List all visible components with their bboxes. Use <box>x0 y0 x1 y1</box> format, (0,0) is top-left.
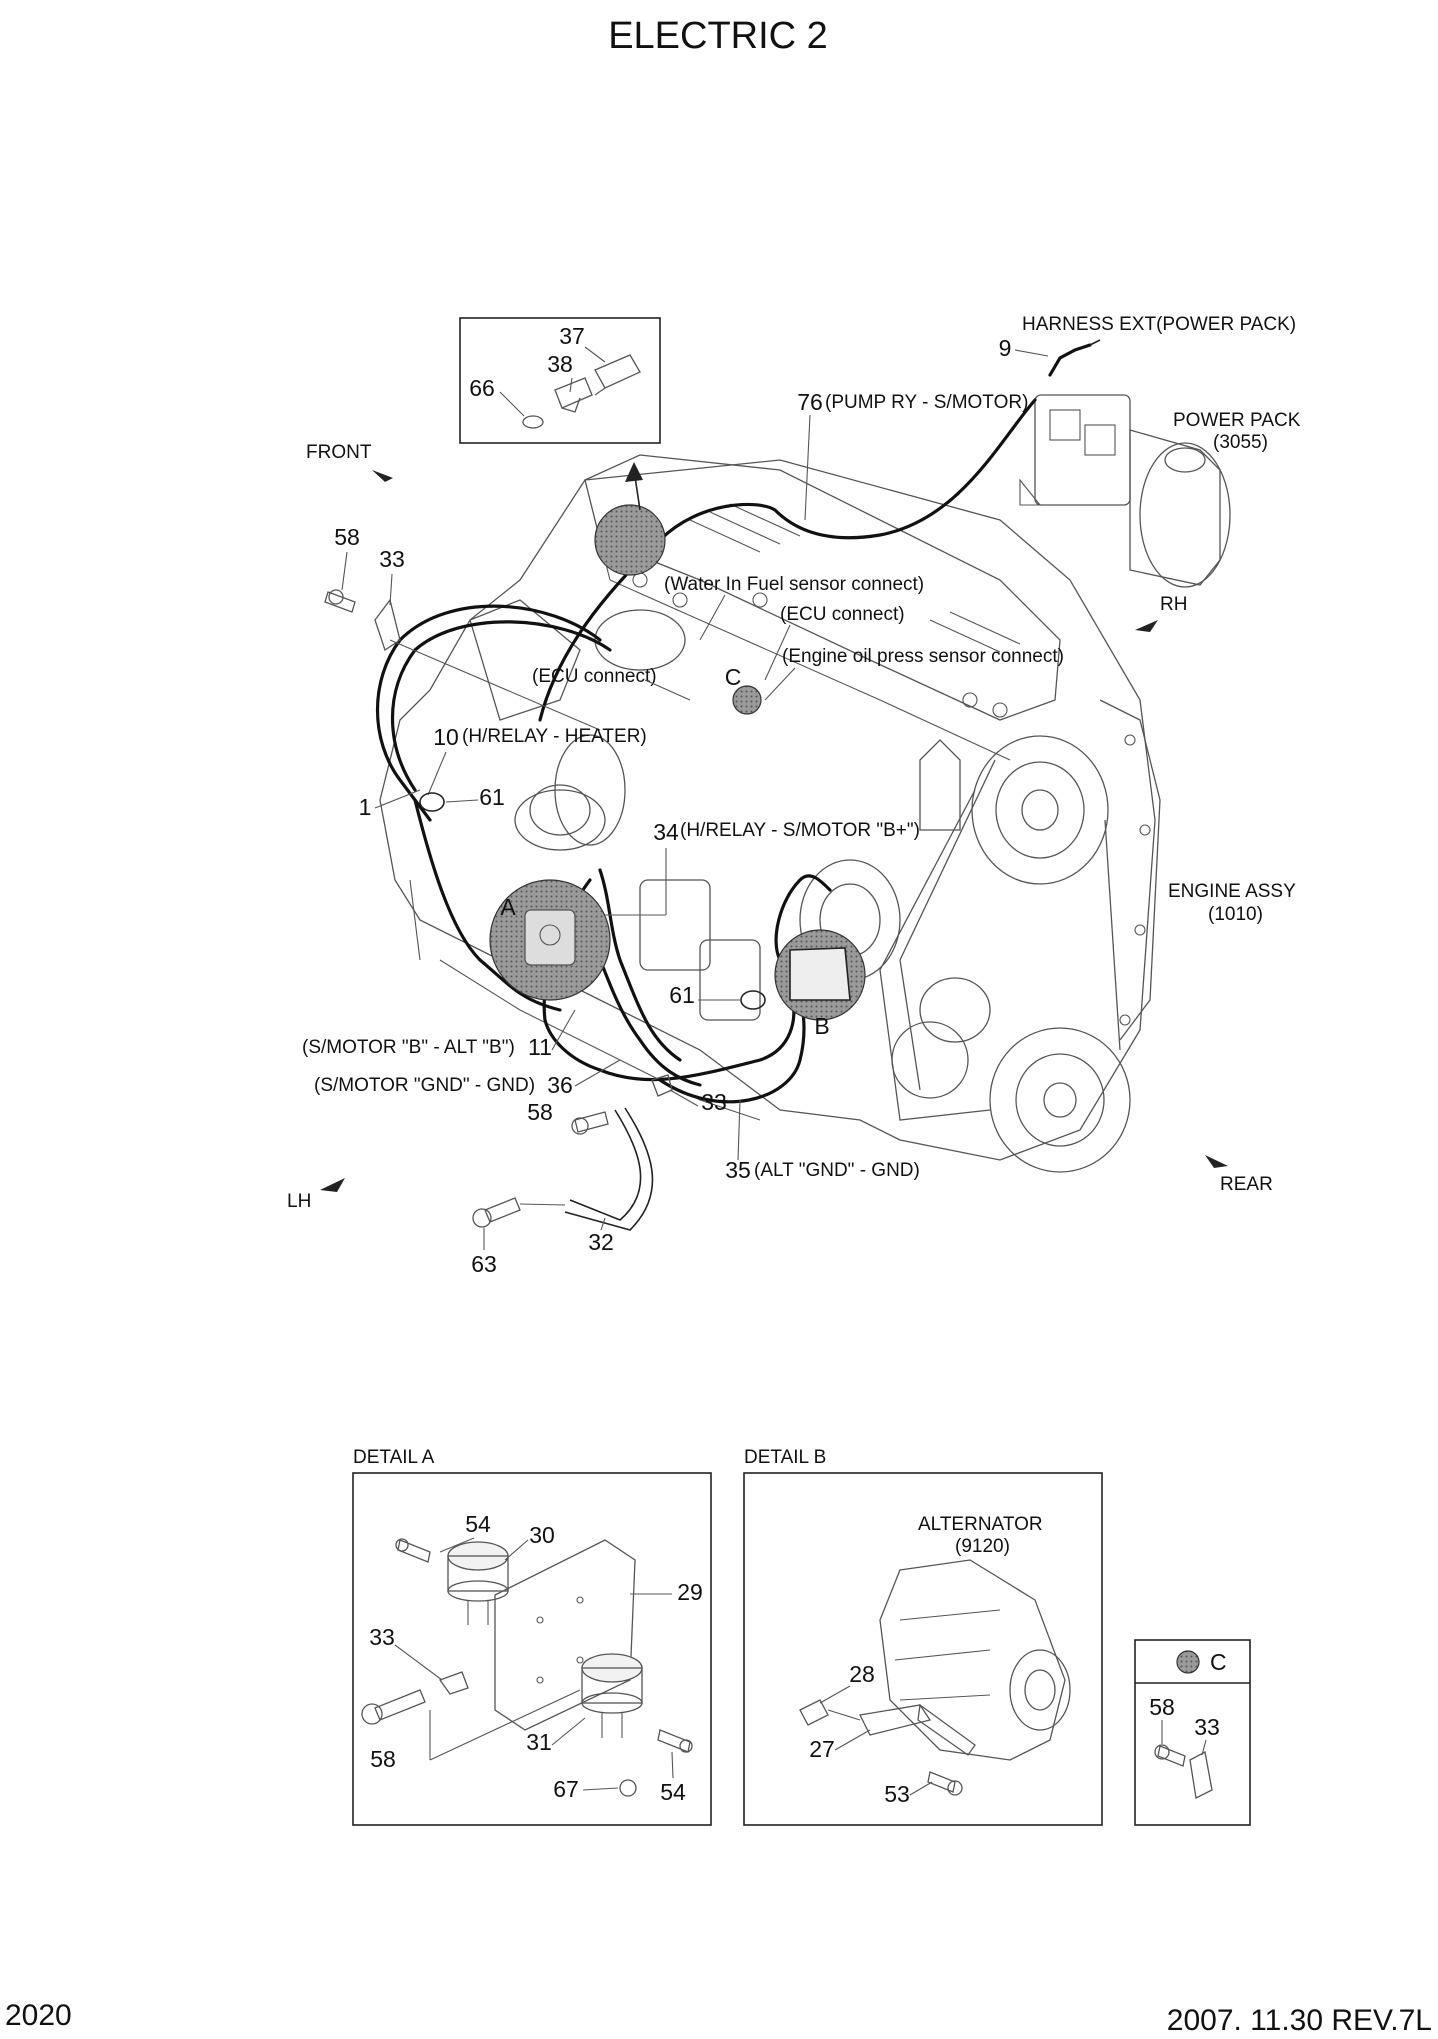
detail-circle-c <box>732 685 762 715</box>
detail-a-callout-29: 29 <box>677 1579 703 1605</box>
footer-revision: 2007. 11.30 REV.7L <box>1167 2004 1432 2037</box>
detail-c-circle <box>1176 1650 1200 1674</box>
detail-a-box <box>352 1472 712 1826</box>
callout-76: 76 <box>797 389 823 415</box>
detail-c-callout-33: 33 <box>1194 1714 1220 1740</box>
callout-10-desc: (H/RELAY - HEATER) <box>462 726 647 747</box>
callout-35-desc: (ALT "GND" - GND) <box>754 1160 920 1181</box>
callout-61-lower: 61 <box>669 982 695 1008</box>
callout-36: 36 <box>547 1072 573 1098</box>
detail-c-box <box>1134 1639 1251 1826</box>
callout-66: 66 <box>469 375 495 401</box>
callout-34: 34 <box>653 819 679 845</box>
sensor-inset-box <box>459 317 661 444</box>
rear-arrow-icon <box>1205 1155 1228 1168</box>
direction-front: FRONT <box>306 442 372 463</box>
callout-33-main: 33 <box>379 546 405 572</box>
callout-34-desc: (H/RELAY - S/MOTOR "B+") <box>680 820 920 841</box>
callout-58-main: 58 <box>334 524 360 550</box>
label-engine-assy-code: (1010) <box>1208 904 1263 925</box>
bolt-58-lower <box>571 1111 609 1135</box>
rh-arrow-icon <box>1135 620 1158 632</box>
clip-33-lower <box>651 1074 673 1097</box>
label-wif-connect: (Water In Fuel sensor connect) <box>664 574 924 595</box>
clamp-61-lower <box>740 990 766 1010</box>
callout-33-lower: 33 <box>701 1089 727 1115</box>
detail-a-callout-67: 67 <box>553 1776 579 1802</box>
label-alternator: ALTERNATOR <box>918 1514 1043 1535</box>
callout-32: 32 <box>588 1229 614 1255</box>
detail-a-callout-54-top: 54 <box>465 1511 491 1537</box>
callout-10: 10 <box>433 724 459 750</box>
engine-illustration <box>379 454 1161 1173</box>
label-engine-assy: ENGINE ASSY <box>1168 881 1296 902</box>
lh-arrow-icon <box>320 1178 345 1192</box>
footer-page-number: 2020 <box>5 1999 72 2032</box>
detail-c-parts <box>1154 1744 1213 1799</box>
marker-b: B <box>814 1013 829 1039</box>
detail-b-title: DETAIL B <box>744 1447 826 1468</box>
label-power-pack: POWER PACK <box>1173 410 1301 431</box>
label-ecu-connect-upper: (ECU connect) <box>780 604 905 625</box>
callout-35: 35 <box>725 1157 751 1183</box>
alternator-illustration <box>799 1559 1071 1796</box>
detail-a-callout-31: 31 <box>526 1729 552 1755</box>
detail-a-callout-58: 58 <box>370 1746 396 1772</box>
direction-rear: REAR <box>1220 1174 1273 1195</box>
detail-b-callout-28: 28 <box>849 1661 875 1687</box>
clamp-61-upper <box>419 792 445 812</box>
bolt-58-main <box>324 589 356 613</box>
detail-b-box <box>743 1472 1103 1826</box>
callout-11-desc: (S/MOTOR "B" - ALT "B") <box>302 1037 515 1058</box>
detail-c-marker: C <box>1210 1649 1227 1675</box>
callout-37: 37 <box>559 323 585 349</box>
label-ecu-connect-left: (ECU connect) <box>532 666 657 687</box>
detail-circle-top <box>594 504 666 576</box>
detail-a-parts <box>361 1538 693 1797</box>
sensor-parts <box>522 354 641 429</box>
detail-a-title: DETAIL A <box>353 1447 435 1468</box>
label-harness-ext: HARNESS EXT(POWER PACK) <box>1022 314 1296 335</box>
detail-c-callout-58: 58 <box>1149 1694 1175 1720</box>
callout-1: 1 <box>359 794 372 820</box>
label-alternator-code: (9120) <box>955 1536 1010 1557</box>
callout-9: 9 <box>999 335 1012 361</box>
detail-b-callout-27: 27 <box>809 1736 835 1762</box>
power-pack-illustration <box>1019 394 1231 588</box>
direction-rh: RH <box>1160 594 1187 615</box>
detail-a-callout-33: 33 <box>369 1624 395 1650</box>
callout-36-desc: (S/MOTOR "GND" - GND) <box>314 1075 535 1096</box>
label-power-pack-code: (3055) <box>1213 432 1268 453</box>
callout-61-upper: 61 <box>479 784 505 810</box>
clip-33-main <box>374 598 401 652</box>
callout-76-desc: (PUMP RY - S/MOTOR) <box>825 392 1028 413</box>
front-arrow-icon <box>372 470 393 482</box>
direction-lh: LH <box>287 1191 311 1212</box>
callout-58-lower: 58 <box>527 1099 553 1125</box>
label-oil-press-connect: (Engine oil press sensor connect) <box>782 646 1064 667</box>
bolt-63 <box>472 1197 566 1228</box>
detail-a-callout-30: 30 <box>529 1522 555 1548</box>
detail-a-callout-54-bottom: 54 <box>660 1779 686 1805</box>
callout-11: 11 <box>528 1034 552 1060</box>
page-title: ELECTRIC 2 <box>608 15 828 57</box>
callout-63: 63 <box>471 1251 497 1277</box>
callout-38: 38 <box>547 351 573 377</box>
marker-a: A <box>500 894 516 920</box>
detail-b-callout-53: 53 <box>884 1781 910 1807</box>
marker-c: C <box>725 664 742 690</box>
